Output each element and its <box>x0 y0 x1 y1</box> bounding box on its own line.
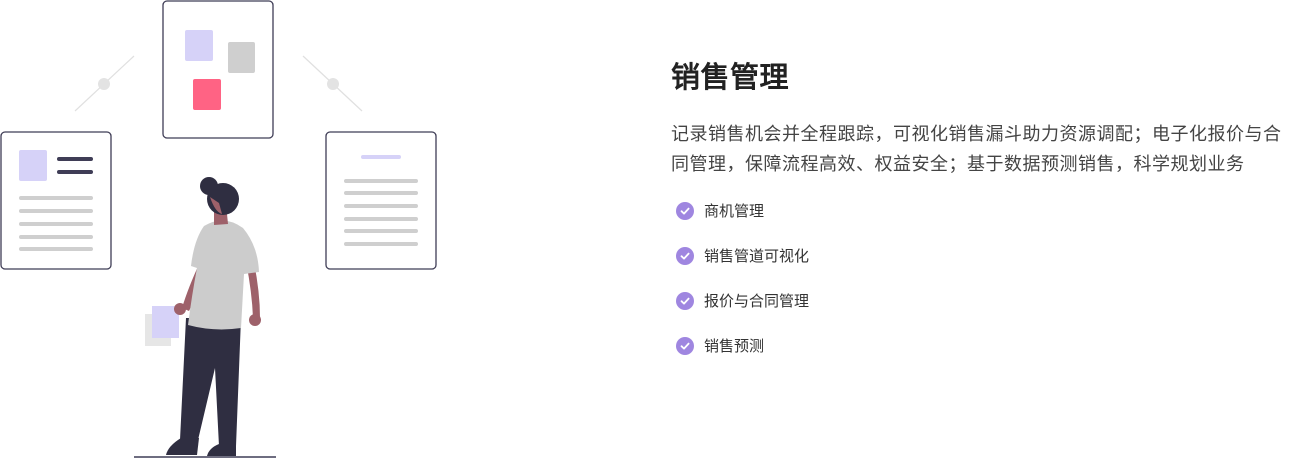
feature-label: 销售预测 <box>704 337 765 355</box>
feature-item-pipeline-visualization: 销售管道可视化 <box>676 245 1295 267</box>
top-card <box>162 0 274 139</box>
lavender-thumbnail <box>19 150 47 181</box>
gray-square <box>228 42 255 73</box>
check-circle-icon <box>676 292 694 310</box>
feature-item-quote-contract-management: 报价与合同管理 <box>676 290 1295 312</box>
left-connector <box>74 55 135 112</box>
check-circle-icon <box>676 247 694 265</box>
check-circle-icon <box>676 202 694 220</box>
right-card <box>325 131 437 270</box>
feature-item-opportunity-management: 商机管理 <box>676 200 1295 222</box>
pink-square <box>193 79 221 110</box>
person-figure <box>134 177 276 458</box>
feature-label: 商机管理 <box>704 202 765 220</box>
check-circle-icon <box>676 337 694 355</box>
person-viewing-documents-illustration <box>0 0 437 458</box>
right-connector <box>302 55 363 112</box>
feature-label: 报价与合同管理 <box>704 292 810 310</box>
feature-list: 商机管理 销售管道可视化 报价与合同管理 销售预测 <box>676 200 1295 357</box>
content-panel: 销售管理 记录销售机会并全程跟踪，可视化销售漏斗助力资源调配；电子化报价与合同管… <box>671 58 1295 380</box>
section-description: 记录销售机会并全程跟踪，可视化销售漏斗助力资源调配；电子化报价与合同管理，保障流… <box>671 124 1282 175</box>
feature-label: 销售管道可视化 <box>704 247 810 265</box>
left-card <box>0 131 112 270</box>
feature-item-sales-forecast: 销售预测 <box>676 335 1295 357</box>
section-title: 销售管理 <box>671 60 790 94</box>
lavender-square <box>185 30 213 61</box>
